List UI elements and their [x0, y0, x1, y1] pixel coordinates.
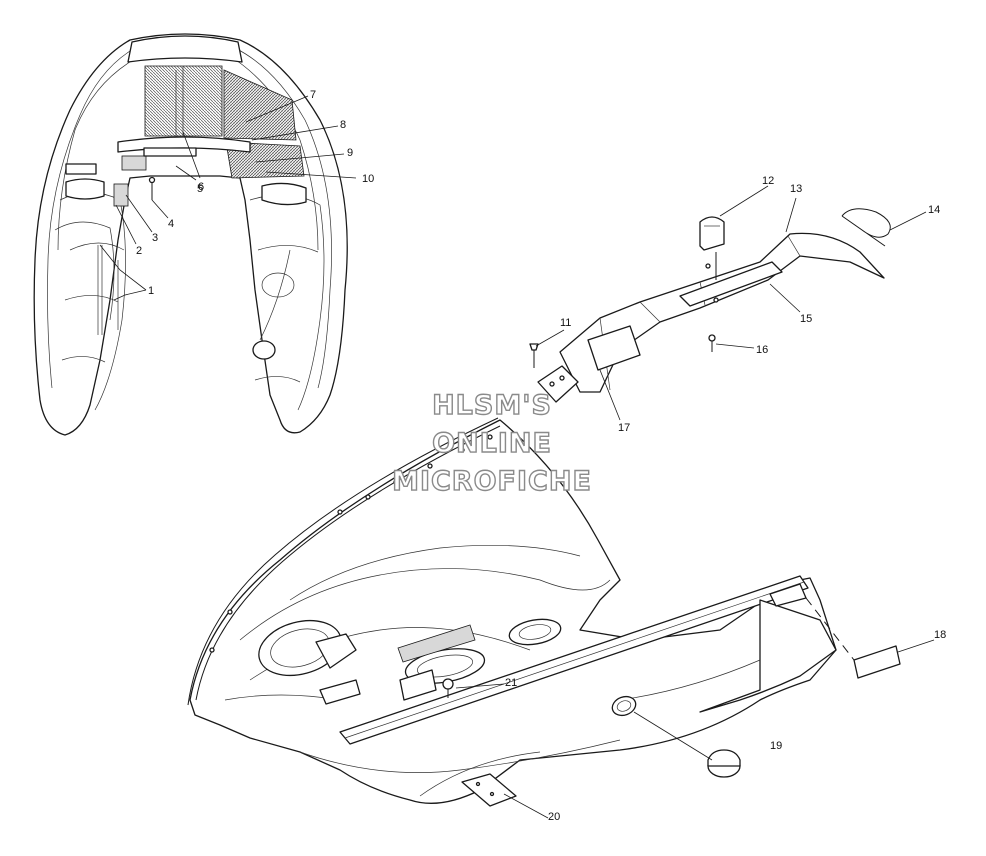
leader-lines — [99, 95, 935, 819]
watermark-line-2: ONLINE — [432, 428, 552, 459]
callout-10: 10 — [362, 173, 374, 185]
callout-2: 2 — [136, 245, 142, 257]
callout-20: 20 — [548, 811, 560, 823]
callout-15: 15 — [800, 313, 812, 325]
callout-14: 14 — [928, 204, 940, 216]
callout-17: 17 — [618, 422, 630, 434]
callout-3: 3 — [152, 232, 158, 244]
callout-21: 21 — [505, 677, 517, 689]
callout-5: 5 — [197, 183, 203, 195]
callout-9: 9 — [347, 147, 353, 159]
callout-7: 7 — [310, 89, 316, 101]
callout-labels: 1 2 3 4 5 6 7 8 9 10 11 12 13 14 15 16 1… — [136, 89, 946, 823]
callout-19: 19 — [770, 740, 782, 752]
callout-16: 16 — [756, 344, 768, 356]
callout-12: 12 — [762, 175, 774, 187]
callout-6: 6 — [198, 181, 204, 193]
hood-main-view — [187, 417, 901, 807]
callout-1: 1 — [148, 285, 154, 297]
callout-4: 4 — [168, 218, 174, 230]
callout-18: 18 — [934, 629, 946, 641]
callout-11: 11 — [560, 317, 571, 329]
hood-underside-view — [33, 33, 348, 436]
callout-8: 8 — [340, 119, 346, 131]
watermark-line-3: MICROFICHE — [392, 466, 592, 497]
watermark-line-1: HLSM'S — [432, 390, 552, 421]
watermark: HLSM'S ONLINE MICROFICHE — [391, 389, 592, 497]
callout-13: 13 — [790, 183, 802, 195]
hood-support-bracket — [529, 208, 891, 403]
